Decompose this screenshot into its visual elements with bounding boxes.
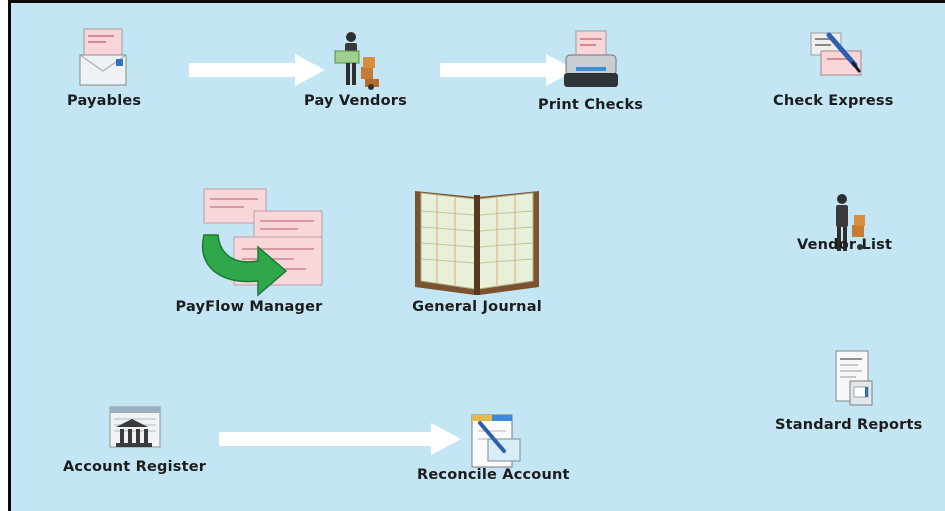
vendor-list-icon <box>835 194 865 251</box>
check-express-icon <box>810 32 862 76</box>
account-register-button[interactable]: Account Register <box>63 401 206 475</box>
reconcile-account-label: Reconcile Account <box>417 467 570 483</box>
payables-icon <box>79 28 127 86</box>
standard-reports-button[interactable]: Standard Reports <box>775 347 922 433</box>
check-express-button[interactable]: Check Express <box>773 25 894 109</box>
vendor-list-label: Vendor List <box>797 237 893 253</box>
reconcile-icon <box>471 414 521 468</box>
print-checks-button[interactable]: Print Checks <box>538 27 643 113</box>
printer-icon <box>563 30 618 87</box>
reconcile-account-button[interactable]: Reconcile Account <box>417 409 570 483</box>
flow-arrow-payables-to-pay-vendors <box>189 54 325 86</box>
print-checks-label: Print Checks <box>538 97 644 113</box>
standard-reports-label: Standard Reports <box>775 417 923 433</box>
reports-icon <box>835 350 873 406</box>
general-journal-button[interactable]: General Journal <box>411 183 543 315</box>
account-register-label: Account Register <box>63 459 207 475</box>
bank-register-icon <box>109 406 161 448</box>
general-journal-label: General Journal <box>412 299 542 315</box>
check-express-label: Check Express <box>773 93 894 109</box>
payflow-manager-button[interactable]: PayFlow Manager <box>174 181 324 315</box>
payflow-manager-label: PayFlow Manager <box>175 299 323 315</box>
journal-book-icon <box>415 191 539 295</box>
payflow-manager-icon <box>201 188 323 297</box>
pay-vendors-icon <box>334 32 379 90</box>
workflow-canvas: Payables Pay Vendors Print Checks <box>8 0 945 511</box>
flow-arrow-register-to-reconcile <box>219 423 461 455</box>
vendor-list-button[interactable]: Vendor List <box>797 191 892 253</box>
payables-label: Payables <box>67 93 142 109</box>
pay-vendors-button[interactable]: Pay Vendors <box>304 27 407 109</box>
flow-arrow-pay-vendors-to-print-checks <box>440 54 576 86</box>
payables-button[interactable]: Payables <box>67 25 141 109</box>
pay-vendors-label: Pay Vendors <box>304 93 407 109</box>
